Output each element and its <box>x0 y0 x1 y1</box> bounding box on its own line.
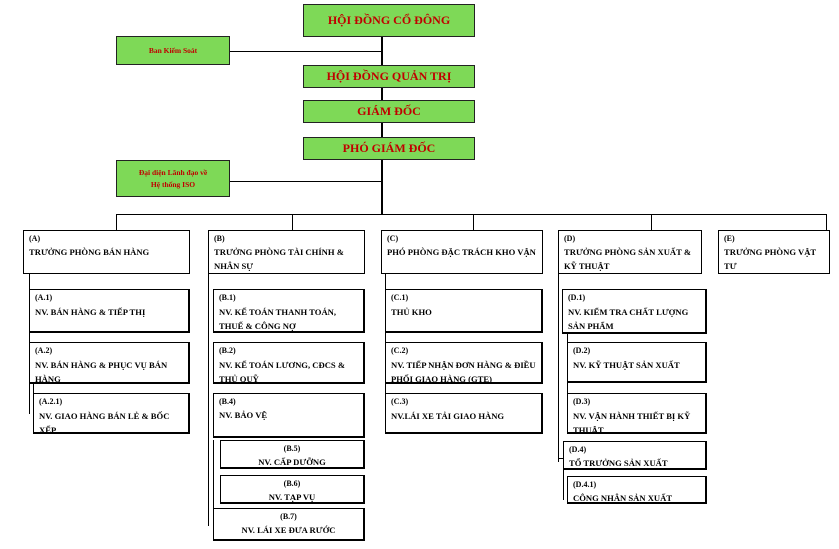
staff-a1-title: NV. BÁN HÀNG & TIẾP THỊ <box>35 307 146 317</box>
staff-c1-box: (C.1) THỦ KHO <box>385 289 543 333</box>
dept-b-staff-line <box>208 274 209 526</box>
staff-b2-title: NV. KẾ TOÁN LƯƠNG, CĐCS & THỦ QUỸ <box>219 360 345 384</box>
staff-d4-code: (D.4) <box>569 445 587 454</box>
dept-e-code: (E) <box>724 234 735 243</box>
dept-a-code: (A) <box>29 234 41 243</box>
management-board-label: HỘI ĐỒNG QUẢN TRỊ <box>326 69 452 83</box>
staff-b1-title: NV. KẾ TOÁN THANH TOÁN, THUẾ & CÔNG NỢ <box>219 307 337 331</box>
staff-c2-title: NV. TIẾP NHẬN ĐƠN HÀNG & ĐIỀU PHỐI GIAO … <box>391 360 536 384</box>
staff-b6-title: NV. TẠP VỤ <box>268 492 316 502</box>
department-bus-line <box>116 214 826 215</box>
main-trunk-line <box>381 37 383 214</box>
dept-d-code: (D) <box>564 234 576 243</box>
staff-d1-box: (D.1) NV. KIỂM TRA CHẤT LƯỢNG SẢN PHẨM <box>562 289 707 334</box>
staff-d2-title: NV. KỸ THUẬT SẢN XUẤT <box>573 360 680 370</box>
staff-d3-code: (D.3) <box>573 397 591 406</box>
dept-b-inner-line <box>213 440 214 526</box>
staff-c3-box: (C.3) NV.LÁI XE TẢI GIAO HÀNG <box>385 393 543 434</box>
dept-e-title: TRƯỞNG PHÒNG VẬT TƯ <box>724 247 816 271</box>
management-board-box: HỘI ĐỒNG QUẢN TRỊ <box>303 65 475 88</box>
control-connector <box>230 51 381 52</box>
staff-d3-box: (D.3) NV. VẬN HÀNH THIẾT BỊ KỸ THUẬT <box>567 393 707 434</box>
staff-d2-code: (D.2) <box>573 346 591 355</box>
dept-e-box: (E) TRƯỞNG PHÒNG VẬT TƯ <box>718 230 830 274</box>
staff-c3-title: NV.LÁI XE TẢI GIAO HÀNG <box>391 411 505 421</box>
staff-c1-title: THỦ KHO <box>391 307 432 317</box>
dept-d-box: (D) TRƯỞNG PHÒNG SẢN XUẤT & KỸ THUẬT <box>558 230 702 274</box>
staff-d4-box: (D.4) TỔ TRƯỞNG SẢN XUẤT <box>563 441 707 470</box>
director-box: GIÁM ĐỐC <box>303 100 475 123</box>
control-board-box: Ban Kiểm Soát <box>116 36 230 65</box>
dept-d-title: TRƯỞNG PHÒNG SẢN XUẤT & KỸ THUẬT <box>564 247 692 271</box>
director-label: GIÁM ĐỐC <box>357 104 421 118</box>
dept-a-drop <box>116 214 117 230</box>
dept-d-drop <box>651 214 652 230</box>
iso-connector <box>230 181 381 182</box>
staff-d3-title: NV. VẬN HÀNH THIẾT BỊ KỸ THUẬT <box>573 411 691 434</box>
staff-c3-code: (C.3) <box>391 397 409 406</box>
staff-a1-code: (A.1) <box>35 293 53 302</box>
staff-b4-title: NV. BẢO VỆ <box>219 410 268 420</box>
staff-a2-code: (A.2) <box>35 346 53 355</box>
dept-c-title: PHÓ PHÒNG ĐẶC TRÁCH KHO VẬN <box>387 247 536 257</box>
iso-representative-line1: Đại diện Lãnh đạo về <box>138 167 208 177</box>
staff-d1-code: (D.1) <box>568 293 586 302</box>
dept-b-title: TRƯỞNG PHÒNG TÀI CHÍNH & NHÂN SỰ <box>214 247 344 271</box>
dept-d1-inner-line <box>567 334 568 434</box>
staff-b5-box: (B.5) NV. CẤP DƯỠNG <box>220 440 365 469</box>
dept-a-title: TRƯỞNG PHÒNG BÁN HÀNG <box>29 247 150 257</box>
staff-b2-code: (B.2) <box>219 346 236 355</box>
staff-b1-box: (B.1) NV. KẾ TOÁN THANH TOÁN, THUẾ & CÔN… <box>213 289 365 333</box>
staff-d41-box: (D.4.1) CÔNG NHÂN SẢN XUẤT <box>567 476 707 504</box>
staff-c1-code: (C.1) <box>391 293 409 302</box>
staff-b1-code: (B.1) <box>219 293 236 302</box>
staff-d41-title: CÔNG NHÂN SẢN XUẤT <box>573 493 673 503</box>
dept-b-code: (B) <box>214 234 225 243</box>
staff-c2-box: (C.2) NV. TIẾP NHẬN ĐƠN HÀNG & ĐIỀU PHỐI… <box>385 342 543 384</box>
dept-d4-inner-line <box>563 470 564 500</box>
deputy-director-label: PHÓ GIÁM ĐỐC <box>342 141 436 155</box>
staff-d1-title: NV. KIỂM TRA CHẤT LƯỢNG SẢN PHẨM <box>568 307 689 331</box>
dept-d4-connector <box>558 458 566 459</box>
dept-c-drop <box>473 214 474 230</box>
dept-c-code: (C) <box>387 234 399 243</box>
dept-c-box: (C) PHÓ PHÒNG ĐẶC TRÁCH KHO VẬN <box>381 230 543 274</box>
deputy-director-box: PHÓ GIÁM ĐỐC <box>303 137 475 160</box>
staff-a2-title: NV. BÁN HÀNG & PHỤC VỤ BÁN HÀNG <box>35 360 168 384</box>
staff-d41-code: (D.4.1) <box>573 480 597 489</box>
staff-d4-title: TỔ TRƯỞNG SẢN XUẤT <box>569 458 668 468</box>
dept-b-box: (B) TRƯỞNG PHÒNG TÀI CHÍNH & NHÂN SỰ <box>208 230 365 274</box>
staff-a21-code: (A.2.1) <box>39 397 63 406</box>
staff-b5-title: NV. CẤP DƯỠNG <box>258 457 326 467</box>
staff-b7-code: (B.7) <box>280 512 297 521</box>
staff-a21-box: (A.2.1) NV. GIAO HÀNG BÁN LẺ & BỐC XẾP <box>33 393 190 434</box>
shareholders-label: HỘI ĐỒNG CỔ ĐÔNG <box>327 13 451 27</box>
staff-a2-box: (A.2) NV. BÁN HÀNG & PHỤC VỤ BÁN HÀNG <box>29 342 190 384</box>
staff-b6-code: (B.6) <box>283 479 301 488</box>
dept-e-drop <box>826 214 827 230</box>
staff-b6-box: (B.6) NV. TẠP VỤ <box>220 475 365 504</box>
staff-b7-title: NV. LÁI XE ĐƯA RƯỚC <box>241 525 336 535</box>
staff-c2-code: (C.2) <box>391 346 409 355</box>
staff-b4-code: (B.4) <box>219 397 236 406</box>
control-board-label: Ban Kiểm Soát <box>148 45 198 55</box>
dept-d-staff-line <box>558 274 559 462</box>
shareholders-box: HỘI ĐỒNG CỔ ĐÔNG <box>303 4 475 37</box>
staff-b5-code: (B.5) <box>283 444 301 453</box>
staff-a21-title: NV. GIAO HÀNG BÁN LẺ & BỐC XẾP <box>39 411 170 434</box>
staff-b4-box: (B.4) NV. BẢO VỆ <box>213 393 365 438</box>
staff-d2-box: (D.2) NV. KỸ THUẬT SẢN XUẤT <box>567 342 707 383</box>
staff-b2-box: (B.2) NV. KẾ TOÁN LƯƠNG, CĐCS & THỦ QUỸ <box>213 342 365 384</box>
staff-b7-box: (B.7) NV. LÁI XE ĐƯA RƯỚC <box>213 508 365 541</box>
staff-a1-box: (A.1) NV. BÁN HÀNG & TIẾP THỊ <box>29 289 190 333</box>
iso-representative-line2: Hệ thống ISO <box>150 179 196 189</box>
iso-representative-box: Đại diện Lãnh đạo về Hệ thống ISO <box>116 160 230 197</box>
dept-b-drop <box>292 214 293 230</box>
dept-a-box: (A) TRƯỞNG PHÒNG BÁN HÀNG <box>23 230 190 274</box>
